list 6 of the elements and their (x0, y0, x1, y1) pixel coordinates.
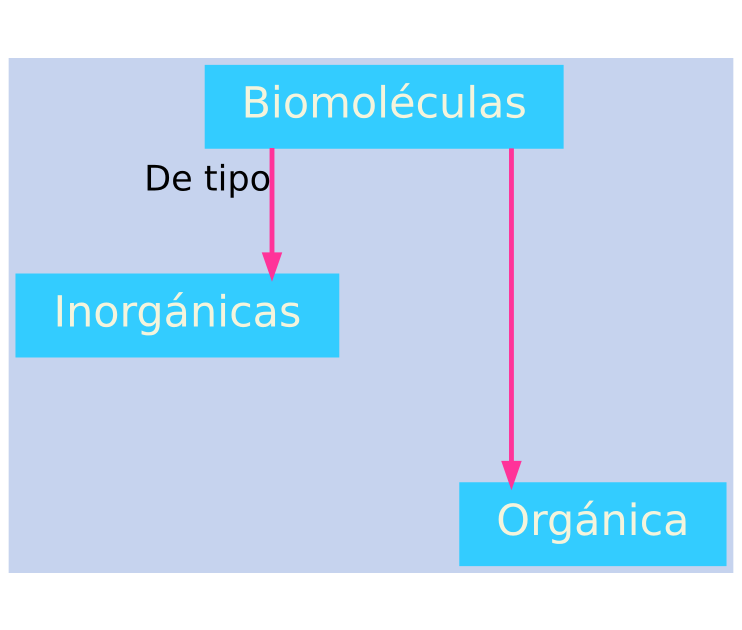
node-box: Inorgánicas (15, 273, 340, 357)
edge-label: De tipo (144, 158, 272, 199)
arrow (262, 148, 282, 282)
arrow (501, 148, 522, 490)
node-box: Orgánica (459, 482, 727, 566)
node-box: Biomoléculas (204, 64, 564, 148)
